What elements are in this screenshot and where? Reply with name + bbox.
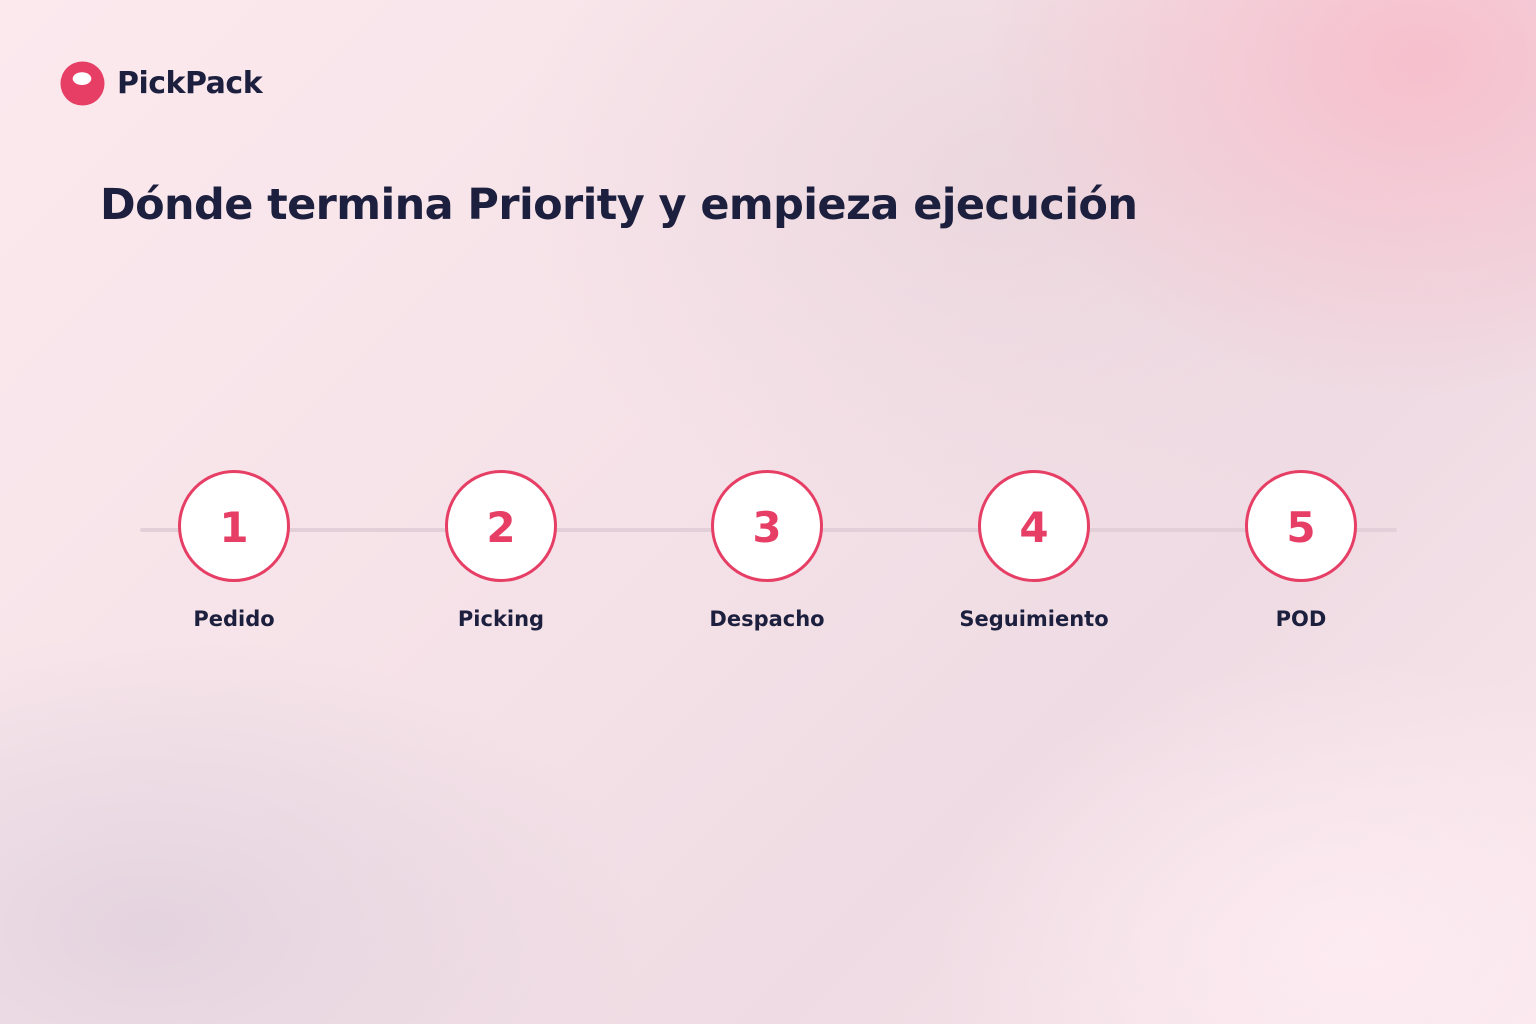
step-number-circle: 5 — [1245, 470, 1357, 582]
step-number: 1 — [219, 503, 249, 552]
brand-logo: PickPack — [60, 60, 263, 106]
step-number-circle: 4 — [978, 470, 1090, 582]
pickpack-logo-icon — [60, 60, 105, 106]
process-step-pod: 5 POD — [1181, 470, 1421, 631]
step-number: 3 — [752, 503, 782, 552]
process-step-picking: 2 Picking — [381, 470, 621, 631]
step-label: POD — [1275, 607, 1327, 631]
step-label: Pedido — [193, 607, 275, 631]
page-title: Dónde termina Priority y empieza ejecuci… — [100, 180, 1138, 230]
step-label: Seguimiento — [959, 607, 1109, 631]
step-number: 4 — [1019, 503, 1049, 552]
step-number-circle: 2 — [445, 470, 557, 582]
step-number-circle: 1 — [178, 470, 290, 582]
step-label: Picking — [457, 607, 545, 631]
step-label: Despacho — [709, 607, 825, 631]
step-number: 5 — [1286, 503, 1316, 552]
step-number-circle: 3 — [711, 470, 823, 582]
process-step-pedido: 1 Pedido — [114, 470, 354, 631]
process-step-despacho: 3 Despacho — [647, 470, 887, 631]
step-number: 2 — [486, 503, 516, 552]
process-step-seguimiento: 4 Seguimiento — [914, 470, 1154, 631]
brand-name: PickPack — [117, 65, 263, 101]
